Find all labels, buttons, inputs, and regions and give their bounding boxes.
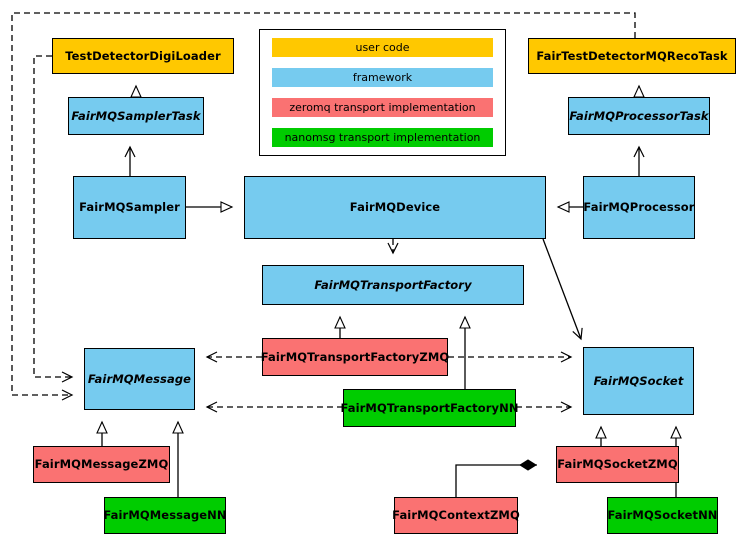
node-label: FairMQDevice (349, 200, 441, 215)
node-fairmqdevice[interactable]: FairMQDevice (244, 176, 546, 239)
edge-digiloader-message (33, 55, 72, 377)
node-label: FairMQTransportFactoryZMQ (260, 349, 450, 364)
legend-item-user-code: user code (272, 38, 493, 57)
node-fairmqsocket[interactable]: FairMQSocket (583, 347, 694, 415)
node-fairmqmessagenn[interactable]: FairMQMessageNN (103, 497, 227, 534)
legend-label: zeromq transport implementation (289, 101, 476, 114)
node-label: FairMQSocket (593, 373, 684, 388)
legend-item-zeromq: zeromq transport implementation (272, 98, 493, 117)
node-fairmqsamplertask[interactable]: FairMQSamplerTask (68, 97, 204, 135)
node-label: FairMQTransportFactory (314, 277, 472, 292)
legend-item-framework: framework (272, 68, 493, 87)
node-fairmqsampler[interactable]: FairMQSampler (73, 176, 186, 239)
node-label: FairMQMessage (87, 371, 192, 386)
node-fairmqprocessortask[interactable]: FairMQProcessorTask (568, 97, 710, 135)
edge-device-socket (542, 238, 581, 339)
node-label: FairMQSocketZMQ (557, 457, 678, 472)
node-label: FairMQSocketNN (607, 508, 718, 523)
node-label: FairMQMessageZMQ (34, 457, 169, 472)
legend-item-nanomsg: nanomsg transport implementation (272, 128, 493, 147)
node-fairtestdetectormqrecotask[interactable]: FairTestDetectorMQRecoTask (528, 38, 736, 74)
legend-label: framework (352, 71, 413, 84)
node-fairmqcontextzmq[interactable]: FairMQContextZMQ (392, 497, 520, 534)
node-label: FairMQSampler (79, 200, 180, 215)
node-fairmqtransportfactory[interactable]: FairMQTransportFactory (262, 265, 524, 305)
node-label: FairTestDetectorMQRecoTask (536, 48, 728, 63)
node-label: FairMQTransportFactoryNN (340, 400, 519, 415)
node-fairmqmessagezmq[interactable]: FairMQMessageZMQ (33, 446, 170, 483)
legend-label: nanomsg transport implementation (284, 131, 481, 144)
node-label: FairMQMessageNN (103, 508, 227, 523)
node-label: FairMQSamplerTask (71, 108, 201, 123)
node-fairmqsocketnn[interactable]: FairMQSocketNN (607, 497, 718, 534)
node-label: FairMQContextZMQ (392, 508, 520, 523)
node-label: FairMQProcessor (583, 200, 695, 215)
node-fairmqprocessor[interactable]: FairMQProcessor (583, 176, 695, 239)
node-testdetectordigiloader[interactable]: TestDetectorDigiLoader (52, 38, 234, 74)
node-label: TestDetectorDigiLoader (65, 48, 221, 63)
legend-label: user code (355, 41, 410, 54)
node-label: FairMQProcessorTask (569, 108, 709, 123)
node-fairmqmessage[interactable]: FairMQMessage (84, 348, 195, 410)
node-fairmqsocketzmq[interactable]: FairMQSocketZMQ (556, 446, 679, 483)
edge-contextzmq-socketzmq (455, 459, 537, 497)
node-fairmqtransportfactorynn[interactable]: FairMQTransportFactoryNN (340, 389, 519, 427)
node-fairmqtransportfactoryzmq[interactable]: FairMQTransportFactoryZMQ (260, 338, 450, 376)
legend: user code framework zeromq transport imp… (259, 29, 506, 156)
